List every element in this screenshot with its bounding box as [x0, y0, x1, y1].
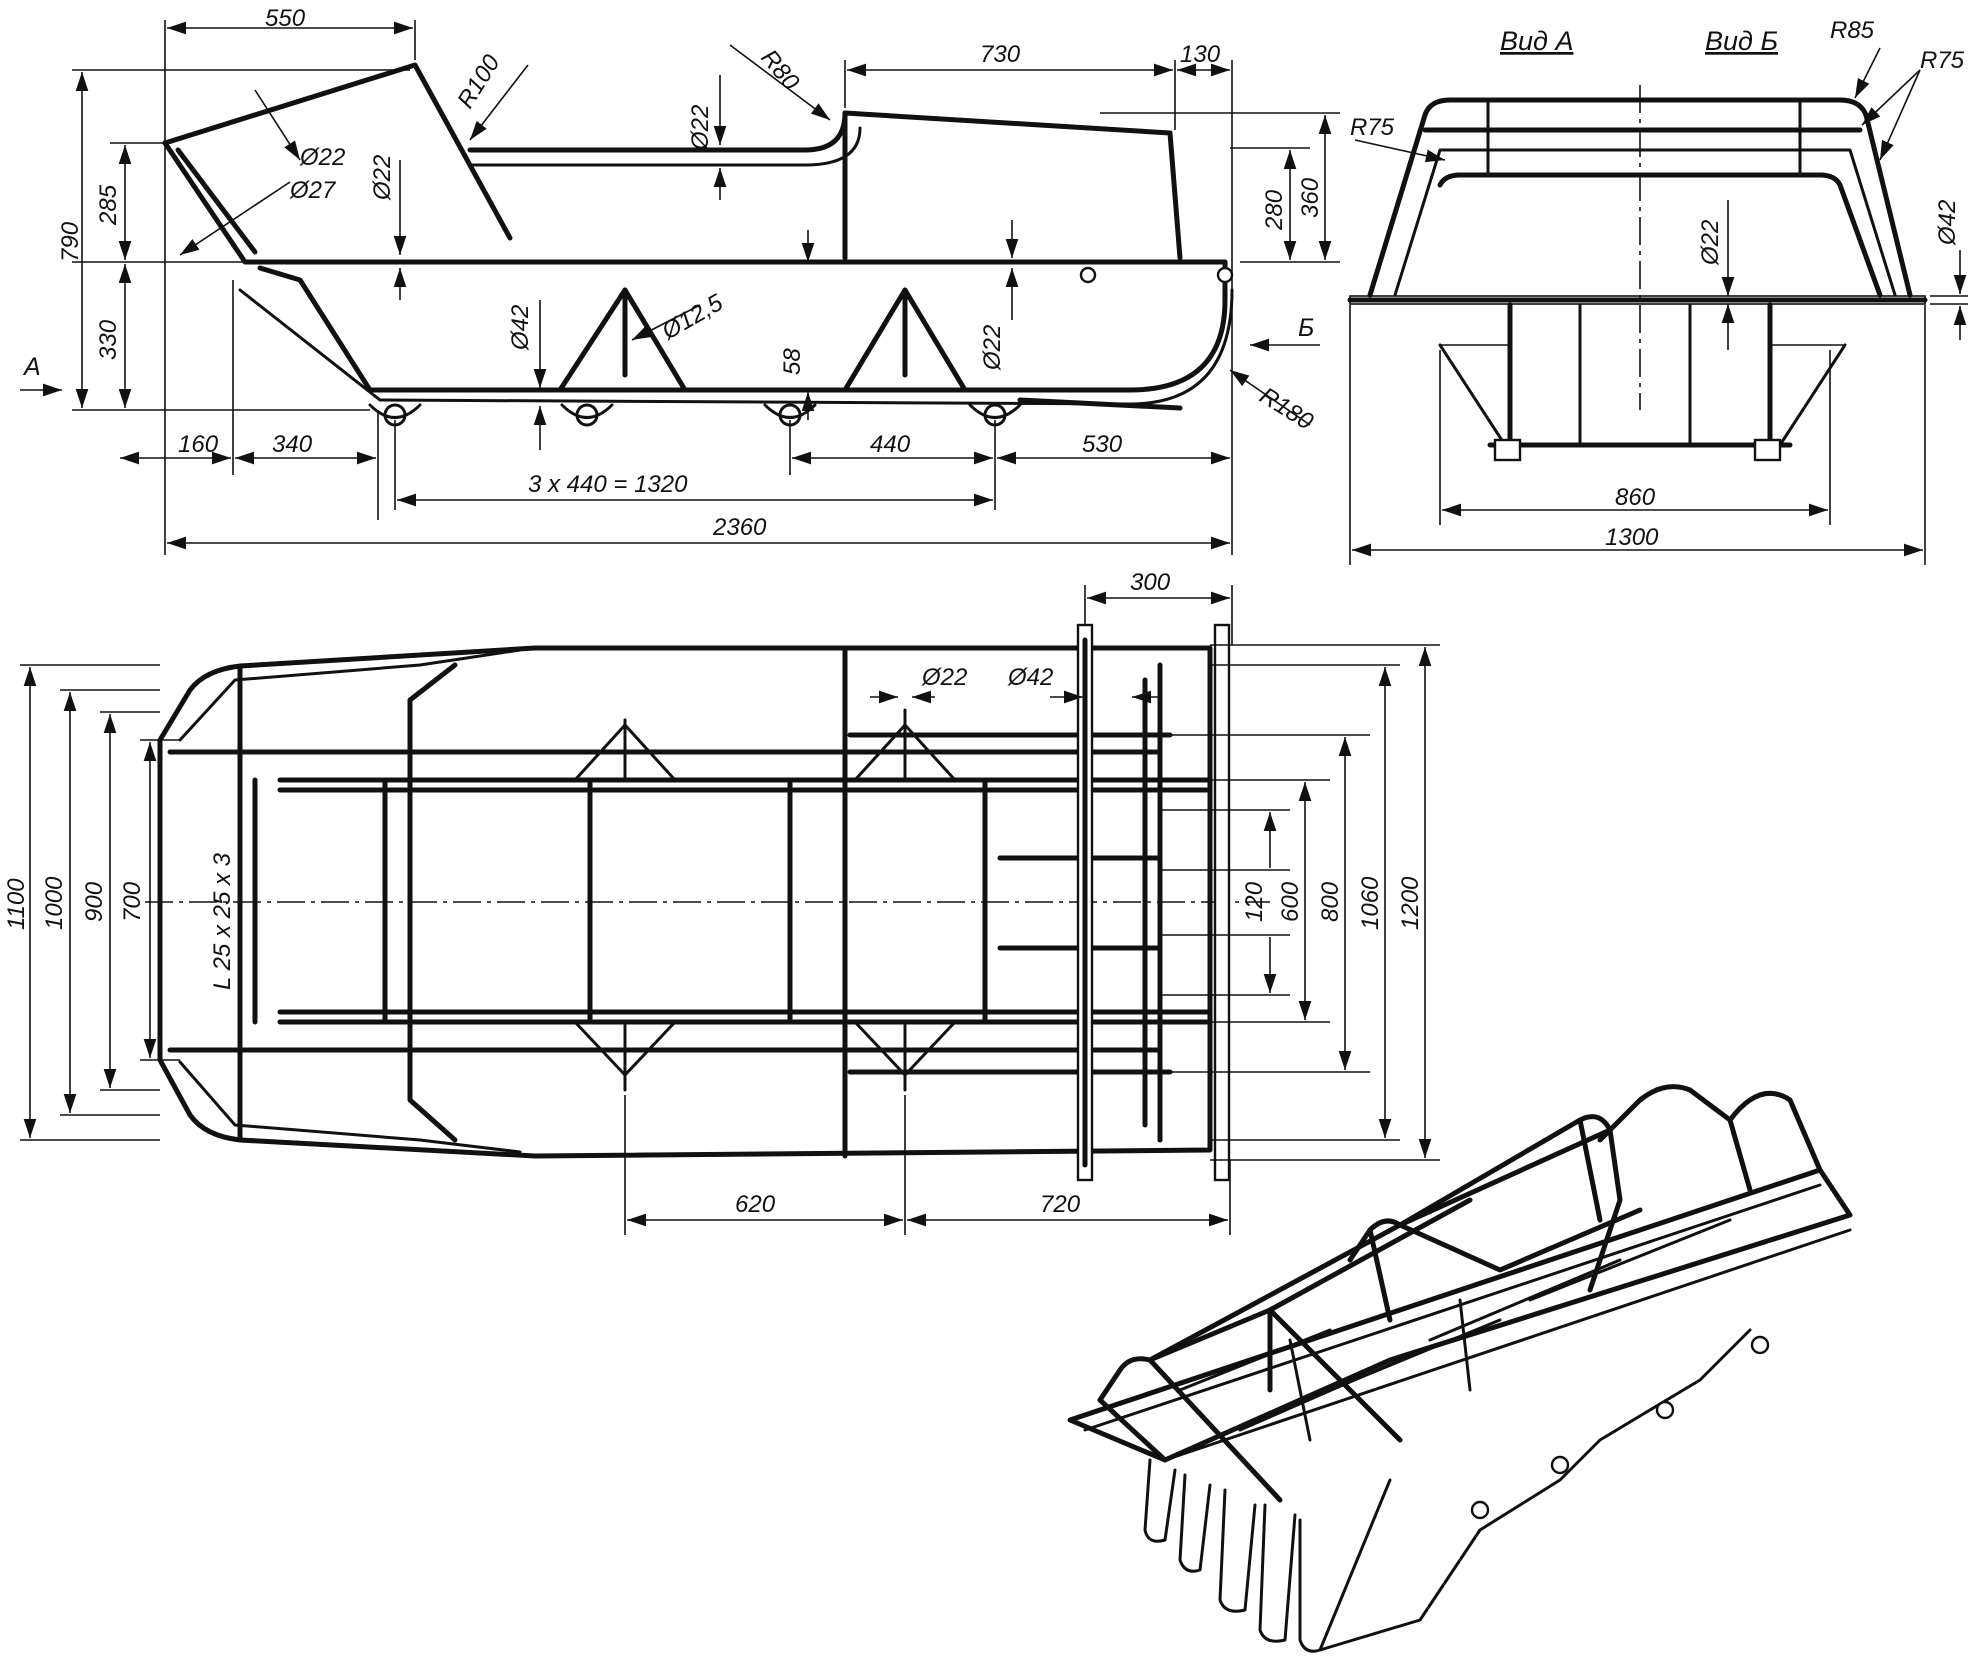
dim-dia42: Ø42 — [507, 305, 534, 351]
isometric-view — [1067, 1084, 1853, 1653]
dim-600: 600 — [1277, 881, 1304, 922]
view-a-title: Вид А — [1500, 26, 1573, 56]
dim-dia42-end: Ø42 — [1934, 200, 1961, 246]
dim-dia22-b: Ø22 — [369, 155, 396, 201]
view-arrow-b: Б — [1298, 314, 1314, 342]
dim-720: 720 — [1040, 1191, 1081, 1218]
dim-dia27: Ø27 — [289, 177, 337, 204]
dim-2360: 2360 — [712, 514, 767, 541]
dim-r180: R180 — [1255, 382, 1319, 436]
dim-130: 130 — [1180, 41, 1221, 68]
label-angle-profile: L 25 x 25 x 3 — [209, 852, 236, 990]
dim-120: 120 — [1241, 881, 1268, 922]
dim-r80: R80 — [755, 45, 804, 97]
dim-860: 860 — [1615, 484, 1656, 511]
dim-1060: 1060 — [1357, 876, 1384, 930]
dim-dia12-5: Ø12,5 — [657, 289, 729, 346]
dim-280: 280 — [1261, 189, 1288, 231]
dim-r75-right: R75 — [1920, 47, 1965, 74]
end-views: Вид А Вид Б R85 R75 R75 Ø42 Ø22 860 1300 — [1347, 17, 1968, 565]
dim-r75-left: R75 — [1350, 114, 1395, 141]
dim-330: 330 — [95, 319, 122, 360]
dim-550: 550 — [265, 5, 306, 32]
dim-dia22-d: Ø22 — [979, 325, 1006, 371]
dim-730: 730 — [980, 41, 1021, 68]
dim-160: 160 — [178, 431, 219, 458]
dim-1100: 1100 — [3, 878, 30, 930]
dim-285: 285 — [95, 184, 122, 226]
dim-1200: 1200 — [1397, 876, 1424, 930]
view-b-title: Вид Б — [1705, 26, 1778, 56]
dim-dia42-plan: Ø42 — [1007, 664, 1053, 691]
dim-700: 700 — [119, 881, 146, 922]
view-arrow-a: А — [22, 353, 41, 381]
dim-dia22-c: Ø22 — [687, 105, 714, 151]
dim-dia22-a: Ø22 — [299, 144, 345, 171]
dim-440: 440 — [870, 431, 911, 458]
side-view: 550 730 130 R100 R80 R180 Ø22 Ø27 Ø22 Ø2… — [20, 5, 1340, 555]
dim-900: 900 — [81, 881, 108, 922]
dim-530: 530 — [1082, 431, 1123, 458]
dim-790: 790 — [57, 221, 84, 262]
plan-view: 300 Ø22 Ø42 L 25 x 25 x 3 1100 1000 900 … — [3, 569, 1440, 1235]
dim-800: 800 — [1317, 881, 1344, 922]
dim-58: 58 — [779, 348, 806, 375]
dim-1000: 1000 — [41, 876, 68, 930]
dim-300: 300 — [1130, 569, 1171, 596]
dim-340: 340 — [272, 431, 313, 458]
dim-360: 360 — [1297, 177, 1324, 218]
dim-620: 620 — [735, 1191, 776, 1218]
dim-1300: 1300 — [1605, 524, 1659, 551]
dim-1320: 3 x 440 = 1320 — [528, 471, 688, 498]
dim-r85: R85 — [1830, 17, 1875, 44]
dim-dia22-plan: Ø22 — [921, 664, 967, 691]
dim-dia22-end: Ø22 — [1697, 220, 1724, 266]
